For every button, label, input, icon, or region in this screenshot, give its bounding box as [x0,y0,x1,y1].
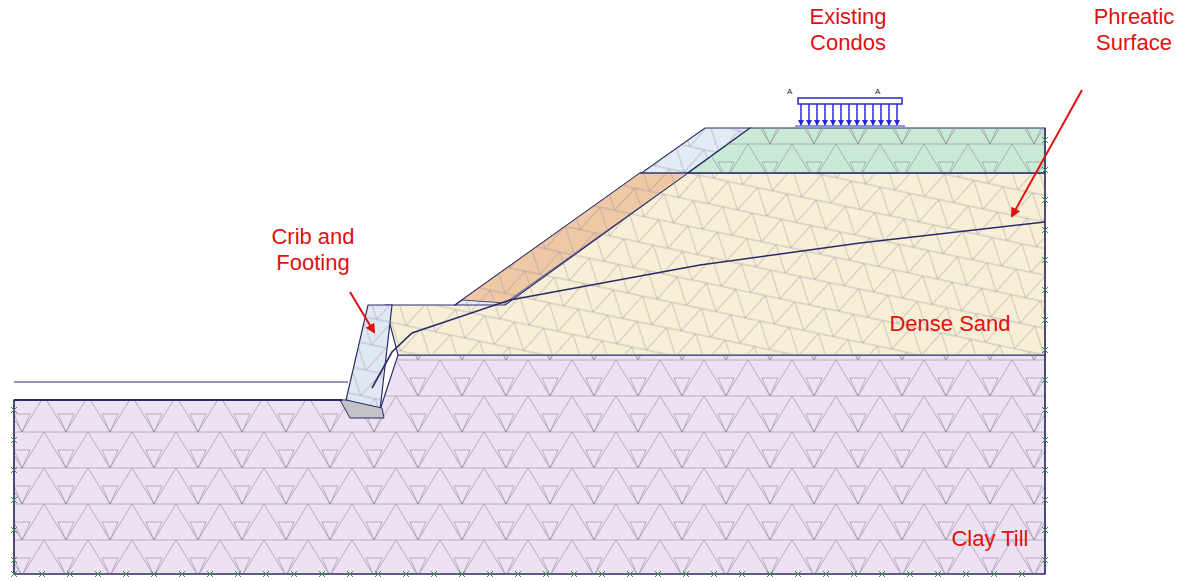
ground-line [14,399,342,401]
dense-sand-layer [385,173,1045,355]
upper-fill-layer [640,128,1045,173]
distributed-load [795,98,905,126]
boundary-fixity [11,137,1048,577]
ground-line [14,382,348,383]
clay-till-layer [14,355,1045,574]
leader-arrow [350,292,374,332]
material-label: Dense Sand [860,311,1040,337]
material-label: Clay Till [940,526,1040,552]
leader-arrow [1012,90,1082,216]
section-marker: A [875,88,885,96]
callout-label: Existing Condos [793,4,903,57]
callout-label: Crib and Footing [248,224,378,277]
section-marker: A [787,88,797,96]
slope-fill-zones [455,128,750,305]
callout-label: Phreatic Surface [1074,4,1194,57]
model-boundary [14,128,1045,574]
phreatic-line [372,222,1045,388]
crib-wall [340,305,392,418]
